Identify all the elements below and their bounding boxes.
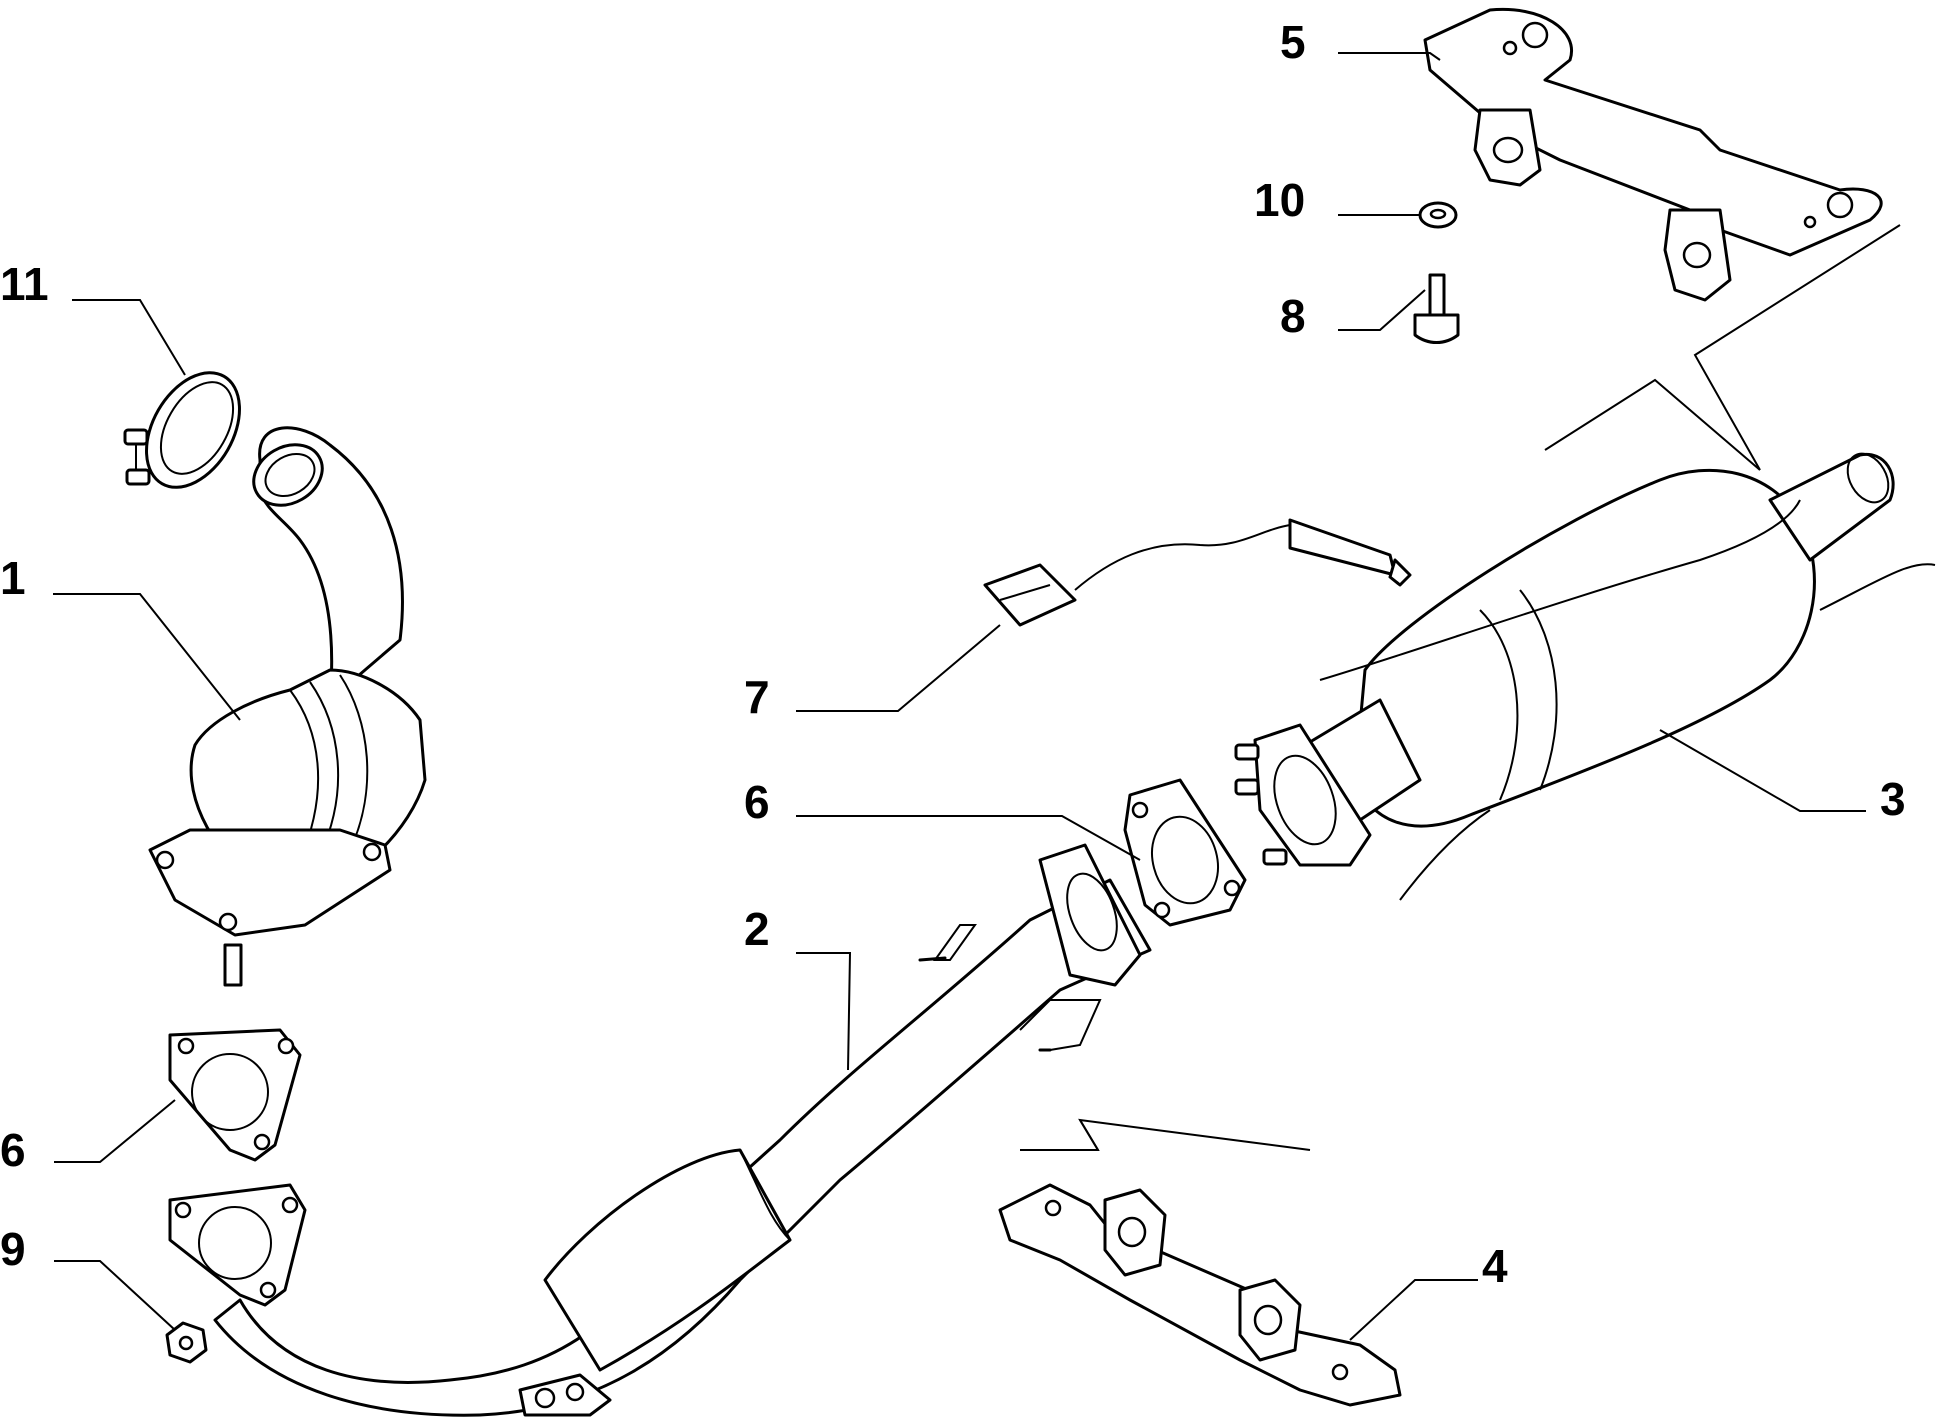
part-2-front-pipe xyxy=(168,843,1152,1417)
callout-labels: 11 1 5 10 8 7 6 2 3 4 6 9 xyxy=(0,16,1906,1292)
part-4-support-bracket xyxy=(998,1183,1402,1407)
callout-10: 10 xyxy=(1254,174,1305,226)
part-5-support-bracket xyxy=(1423,7,1883,302)
part-6-gasket-right xyxy=(1123,778,1247,927)
part-7-oxygen-sensor xyxy=(983,518,1412,627)
callout-5: 5 xyxy=(1280,16,1306,68)
callout-3: 3 xyxy=(1880,773,1906,825)
callout-8: 8 xyxy=(1280,290,1306,342)
part-9-nut xyxy=(165,1321,208,1364)
callout-1: 1 xyxy=(0,552,26,604)
part-8-bolt xyxy=(1413,273,1460,344)
callout-6-right: 6 xyxy=(744,776,770,828)
part-1-catalytic-converter xyxy=(148,426,427,987)
callout-4: 4 xyxy=(1482,1240,1508,1292)
part-3-particulate-filter xyxy=(1234,452,1936,901)
callout-7: 7 xyxy=(744,671,770,723)
part-10-washer xyxy=(1418,201,1458,229)
part-11-clamp xyxy=(123,371,241,489)
callout-2: 2 xyxy=(744,903,770,955)
callout-9: 9 xyxy=(0,1223,26,1275)
part-6-gasket-left xyxy=(168,1028,302,1162)
leader-lines xyxy=(53,52,1866,1341)
callout-6-left: 6 xyxy=(0,1124,26,1176)
callout-11: 11 xyxy=(0,258,49,310)
assembly-guide-lines xyxy=(1020,224,1901,1151)
